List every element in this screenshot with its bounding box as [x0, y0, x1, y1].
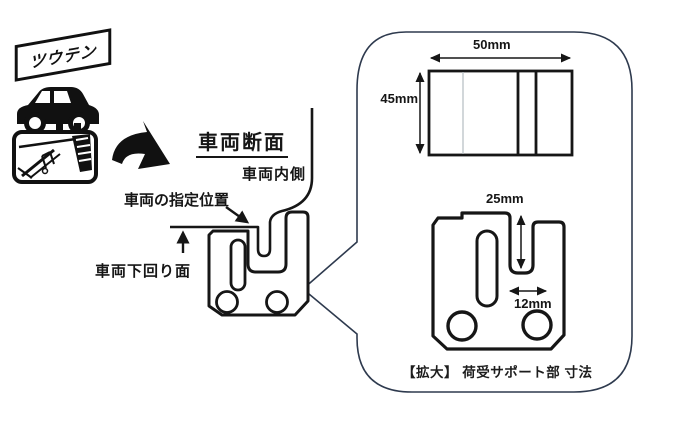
designated-position-arrow [225, 206, 250, 224]
section-title-vehicle-cross-section: 車両断面 [196, 126, 288, 158]
dimension-label-notch-width: 12mm [514, 296, 552, 311]
plate-top-view [415, 53, 574, 157]
car-mount-tabs [56, 123, 81, 132]
enlarged-bracket-drawing [431, 211, 566, 351]
label-vehicle-designated-position: 車両の指定位置 [124, 192, 230, 209]
vehicle-undercarriage-photo-sketch [12, 130, 98, 184]
dimension-label-plate-width: 50mm [473, 37, 511, 52]
label-vehicle-inner-side: 車両内側 [242, 166, 307, 183]
curved-arrow-down-right-icon [112, 121, 170, 169]
dimension-label-notch-depth: 25mm [486, 191, 524, 206]
main-bracket-drawing [207, 210, 310, 317]
brand-logo-text: ツウテン [29, 43, 97, 73]
dimension-label-plate-height: 45mm [380, 91, 418, 106]
label-vehicle-underside-surface: 車両下回り面 [95, 263, 192, 280]
vehicle-cross-section-line [170, 108, 314, 258]
callout-caption-enlarged-support-dimensions: 【拡大】 荷受サポート部 寸法 [402, 365, 593, 380]
